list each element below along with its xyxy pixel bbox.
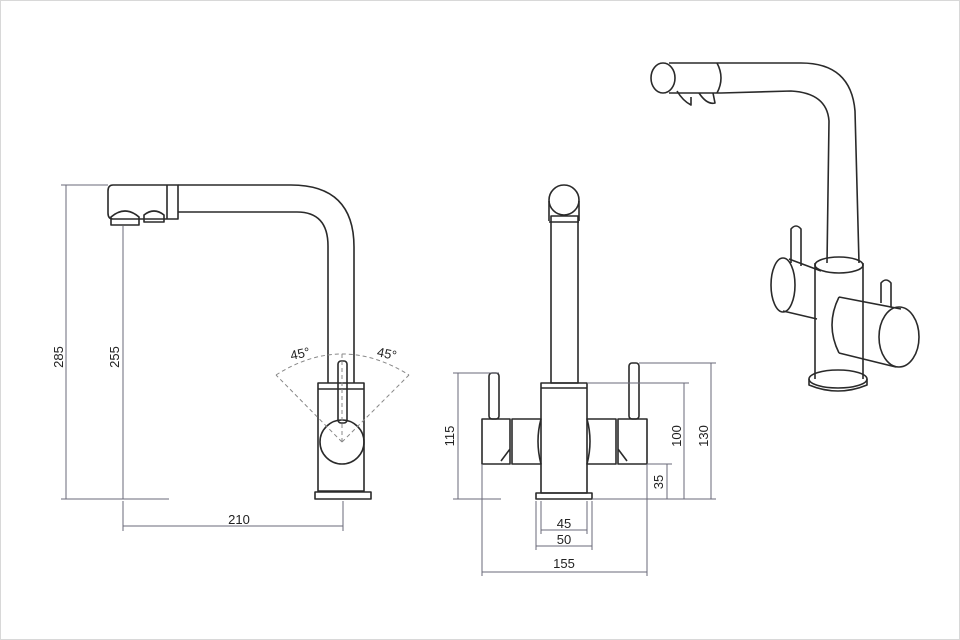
perspective-left-handle (782, 258, 822, 320)
front-view: 115 100 130 35 45 50 155 (442, 184, 716, 576)
nozzle-left (110, 210, 140, 226)
right-lever (628, 362, 640, 420)
dim-255: 255 (107, 346, 122, 368)
dim-155: 155 (553, 556, 575, 571)
side-view-dimensions: 285 255 210 45° 45° (51, 184, 398, 531)
perspective-spout-end (650, 62, 676, 94)
side-view-faucet (107, 184, 410, 500)
dim-130: 130 (696, 425, 711, 447)
perspective-base (808, 369, 868, 389)
dim-45: 45 (557, 516, 571, 531)
dim-35: 35 (651, 475, 666, 489)
perspective-body (814, 263, 864, 379)
front-view-dimensions: 115 100 130 35 45 50 155 (442, 362, 716, 576)
spout-tube-front (550, 215, 579, 384)
body-front (540, 382, 588, 494)
dim-50: 50 (557, 532, 571, 547)
perspective-right-handle (831, 296, 902, 368)
spout-head (107, 184, 179, 220)
front-view-faucet (481, 184, 648, 500)
dim-115: 115 (442, 426, 457, 447)
base-front (535, 492, 593, 500)
perspective-spout (669, 62, 860, 264)
spout-tube (178, 184, 355, 383)
left-lever (488, 372, 500, 420)
dim-210: 210 (228, 512, 250, 527)
spout-end (548, 184, 580, 216)
angle-arc (275, 353, 410, 443)
left-handle (481, 418, 542, 465)
base (314, 491, 372, 500)
perspective-left-lever (790, 225, 802, 266)
angle-right-label: 45° (376, 344, 398, 363)
side-view: 285 255 210 45° 45° (51, 184, 410, 531)
dim-285: 285 (51, 346, 66, 368)
perspective-right-lever (880, 279, 892, 307)
dim-100: 100 (669, 425, 684, 447)
angle-left-label: 45° (289, 344, 311, 363)
perspective-view (650, 62, 920, 392)
right-handle (586, 418, 648, 465)
nozzle-right (143, 210, 165, 223)
body (317, 382, 365, 492)
